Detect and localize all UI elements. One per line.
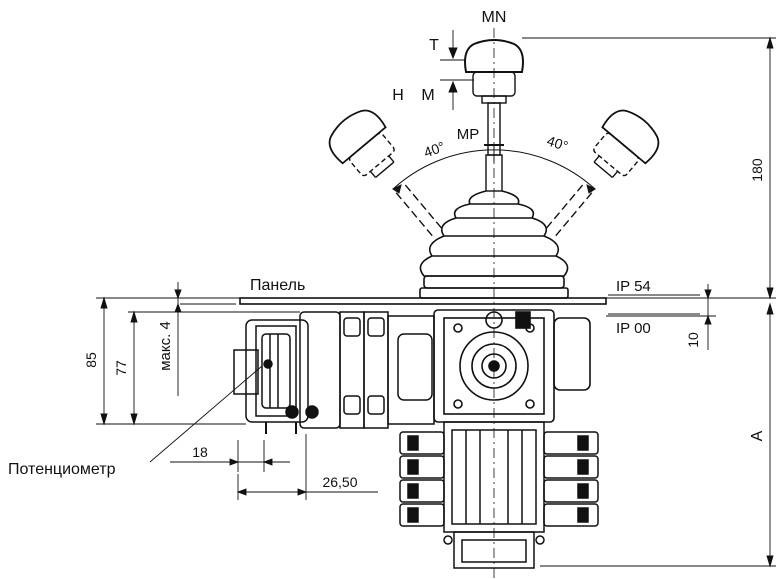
potentiometer-assembly xyxy=(233,311,435,434)
dim-a: A xyxy=(749,430,766,441)
rubber-bellows xyxy=(419,190,569,299)
dimension-lines xyxy=(96,30,776,568)
label-h: H xyxy=(392,87,404,104)
label-potentiometer: Потенциометр xyxy=(8,461,116,478)
dim-10: 10 xyxy=(685,332,701,348)
dim-180: 180 xyxy=(749,158,765,182)
dim-77: 77 xyxy=(113,360,129,376)
label-mn: MN xyxy=(482,9,507,26)
label-m: M xyxy=(421,87,434,104)
label-t: T xyxy=(429,37,439,54)
label-mp: MP xyxy=(457,126,480,143)
label-panel: Панель xyxy=(250,277,305,294)
label-ip00: IP 00 xyxy=(616,320,651,337)
angle-arc xyxy=(392,146,596,194)
label-angle-left: 40° xyxy=(422,138,447,160)
right-tilted-knob xyxy=(543,109,660,240)
main-housing xyxy=(433,309,591,423)
dim-max4: макс. 4 xyxy=(157,321,174,371)
dim-85: 85 xyxy=(83,352,99,368)
label-angle-right: 40° xyxy=(545,132,570,154)
panel-plate xyxy=(239,297,607,305)
dim-18: 18 xyxy=(192,444,208,460)
contact-block-stack xyxy=(399,421,599,569)
dim-26-50: 26,50 xyxy=(322,474,357,490)
label-ip54: IP 54 xyxy=(616,278,651,295)
left-tilted-knob xyxy=(328,109,445,240)
